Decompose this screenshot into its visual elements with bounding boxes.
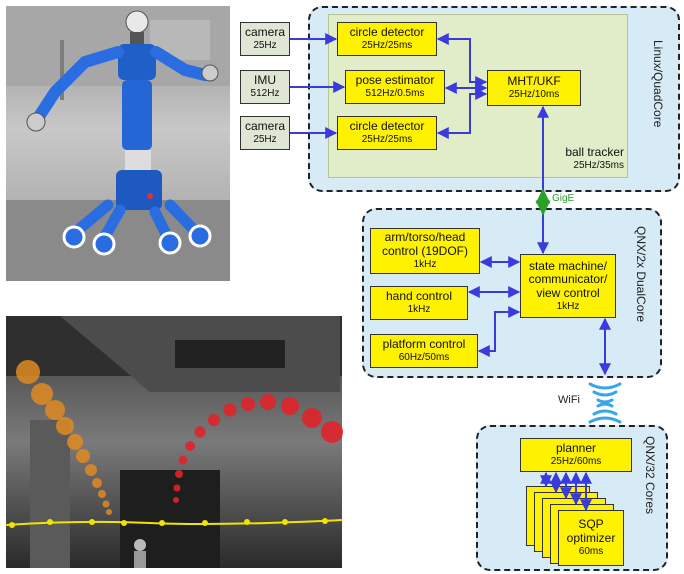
pose-estimator-name: pose estimator: [355, 73, 435, 88]
state-machine: state machine/ communicator/ view contro…: [520, 254, 616, 318]
hand-control: hand control 1kHz: [370, 286, 468, 320]
sqp-optimizer: SQP optimizer 60ms: [558, 510, 624, 566]
arm-control-rate: 1kHz: [413, 259, 437, 271]
wifi-label: WiFi: [558, 394, 580, 406]
sqp-optimizer-rate: 60ms: [578, 546, 604, 558]
arm-torso-head-control: arm/torso/head control (19DOF) 1kHz: [370, 228, 480, 274]
pose-estimator-rate: 512Hz/0.5ms: [365, 88, 425, 100]
wifi-icon: [588, 382, 622, 424]
planner: planner 25Hz/60ms: [520, 438, 632, 472]
planner-name: planner: [555, 441, 597, 456]
camera-1-name: camera: [244, 25, 285, 40]
imu-sensor: IMU 512Hz: [240, 70, 290, 104]
hand-control-rate: 1kHz: [407, 304, 431, 316]
camera-sensor-2: camera 25Hz: [240, 116, 290, 150]
state-machine-rate: 1kHz: [556, 300, 580, 312]
imu-rate: 512Hz: [250, 88, 280, 100]
circle-detector-2-rate: 25Hz/25ms: [361, 134, 413, 146]
platform-control: platform control 60Hz/50ms: [370, 334, 478, 368]
mht-ukf: MHT/UKF 25Hz/10ms: [487, 70, 581, 106]
circle-detector-1-name: circle detector: [349, 25, 425, 40]
camera-2-rate: 25Hz: [253, 134, 277, 146]
platform-control-rate: 60Hz/50ms: [398, 352, 450, 364]
mht-ukf-rate: 25Hz/10ms: [508, 89, 560, 101]
ball-tracker-name: ball tracker: [565, 145, 624, 159]
camera-1-rate: 25Hz: [253, 40, 277, 52]
linux-quadcore-label: Linux/QuadCore: [651, 40, 665, 128]
imu-name: IMU: [254, 73, 276, 88]
qnx-dualcore-label: QNX/2x DualCore: [634, 226, 648, 323]
gige-label: GigE: [552, 193, 575, 204]
planner-rate: 25Hz/60ms: [550, 456, 602, 468]
circle-detector-2: circle detector 25Hz/25ms: [337, 116, 437, 150]
ball-tracker-caption: ball tracker 25Hz/35ms: [540, 145, 624, 171]
circle-detector-2-name: circle detector: [349, 119, 425, 134]
camera-sensor-1: camera 25Hz: [240, 22, 290, 56]
circle-detector-1-rate: 25Hz/25ms: [361, 40, 413, 52]
qnx-32cores-label: QNX/32 Cores: [643, 436, 657, 515]
state-machine-name: state machine/ communicator/ view contro…: [528, 258, 608, 301]
mht-ukf-name: MHT/UKF: [507, 74, 561, 89]
hand-control-name: hand control: [385, 289, 453, 304]
circle-detector-1: circle detector 25Hz/25ms: [337, 22, 437, 56]
ball-tracker-rate: 25Hz/35ms: [573, 159, 624, 171]
pose-estimator: pose estimator 512Hz/0.5ms: [345, 70, 445, 104]
platform-control-name: platform control: [382, 337, 466, 352]
arm-control-name: arm/torso/head control (19DOF): [381, 230, 469, 259]
sqp-optimizer-name: SQP optimizer: [566, 517, 616, 546]
camera-2-name: camera: [244, 119, 285, 134]
